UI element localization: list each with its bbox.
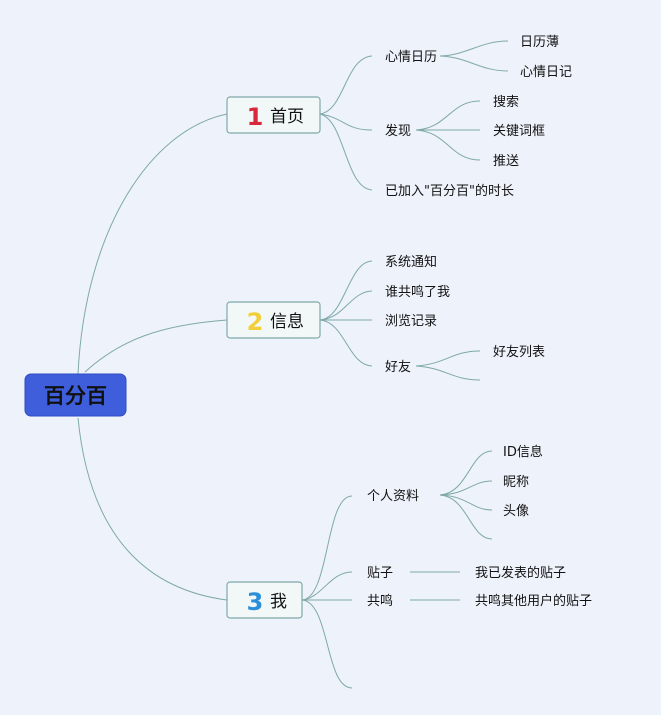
topic-posts[interactable]: 贴子 [367, 566, 393, 581]
connector-b2-c2 [319, 290, 373, 321]
branch-node-3[interactable]: 3 我 [226, 581, 303, 619]
leaf-search[interactable]: 搜索 [493, 95, 519, 110]
root-label: 百分百 [44, 384, 107, 408]
leaf-push[interactable]: 推送 [493, 154, 519, 169]
connector-b2-c4-l2 [415, 365, 481, 381]
connector-b3-c2 [301, 571, 353, 601]
connector-b1-c1 [319, 55, 373, 115]
topic-join-duration[interactable]: 已加入"百分百"的时长 [385, 183, 514, 199]
connector-b2-c4 [319, 319, 373, 367]
root-node[interactable]: 百分百 [24, 373, 127, 417]
leaf-mood-diary[interactable]: 心情日记 [520, 65, 572, 80]
connector-root-branch-1 [77, 113, 228, 375]
topic-discover[interactable]: 发现 [385, 123, 411, 139]
branch-node-1[interactable]: 1 首页 [226, 96, 321, 134]
topic-friends[interactable]: 好友 [385, 359, 411, 375]
connector-b3-c1-l4 [439, 494, 493, 540]
connector-b1-c3 [319, 113, 373, 191]
leaf-nickname[interactable]: 昵称 [503, 475, 529, 490]
connector-b3-c1 [301, 495, 353, 601]
connector-b3-c1-l2 [439, 480, 493, 496]
branch-label-1: 首页 [270, 107, 304, 127]
connector-b1-c1-l1 [439, 40, 509, 57]
connector-b3-c1-l1 [439, 450, 493, 496]
leaf-friend-list[interactable]: 好友列表 [493, 344, 545, 360]
leaf-resonated-posts[interactable]: 共鸣其他用户的贴子 [475, 593, 592, 609]
topic-browse-history[interactable]: 浏览记录 [385, 313, 437, 329]
leaf-id-info[interactable]: ID信息 [503, 444, 543, 460]
leaf-calendar-book[interactable]: 日历薄 [520, 35, 559, 50]
connector-b1-c2-l3 [415, 129, 481, 161]
leaf-avatar[interactable]: 头像 [503, 504, 529, 519]
connector-b3-c4 [301, 599, 353, 689]
connector-b1-c1-l2 [439, 55, 509, 72]
topic-profile[interactable]: 个人资料 [367, 489, 419, 504]
topic-resonance[interactable]: 共鸣 [367, 593, 393, 609]
connector-b1-c2-l1 [415, 100, 481, 131]
connector-b2-c1 [319, 260, 373, 321]
connector-root-branch-2 [84, 319, 228, 373]
topic-system-notice[interactable]: 系统通知 [385, 254, 437, 270]
leaf-keyword-box[interactable]: 关键词框 [493, 124, 545, 139]
connector-lines [77, 40, 509, 689]
topic-mood-calendar[interactable]: 心情日历 [385, 50, 437, 65]
branch-label-2: 信息 [270, 312, 304, 332]
branch-number-1: 1 [247, 103, 264, 131]
branch-number-2: 2 [247, 308, 264, 336]
connector-b1-c2 [319, 113, 373, 131]
connector-b2-c4-l1 [415, 350, 481, 367]
topic-who-resonated[interactable]: 谁共鸣了我 [385, 284, 450, 300]
branch-label-3: 我 [270, 592, 287, 612]
connector-root-branch-3 [77, 417, 228, 601]
connector-b3-c1-l3 [439, 494, 493, 511]
leaf-my-posts[interactable]: 我已发表的贴子 [475, 565, 566, 581]
branch-number-3: 3 [247, 588, 264, 616]
branch-node-2[interactable]: 2 信息 [226, 301, 321, 339]
